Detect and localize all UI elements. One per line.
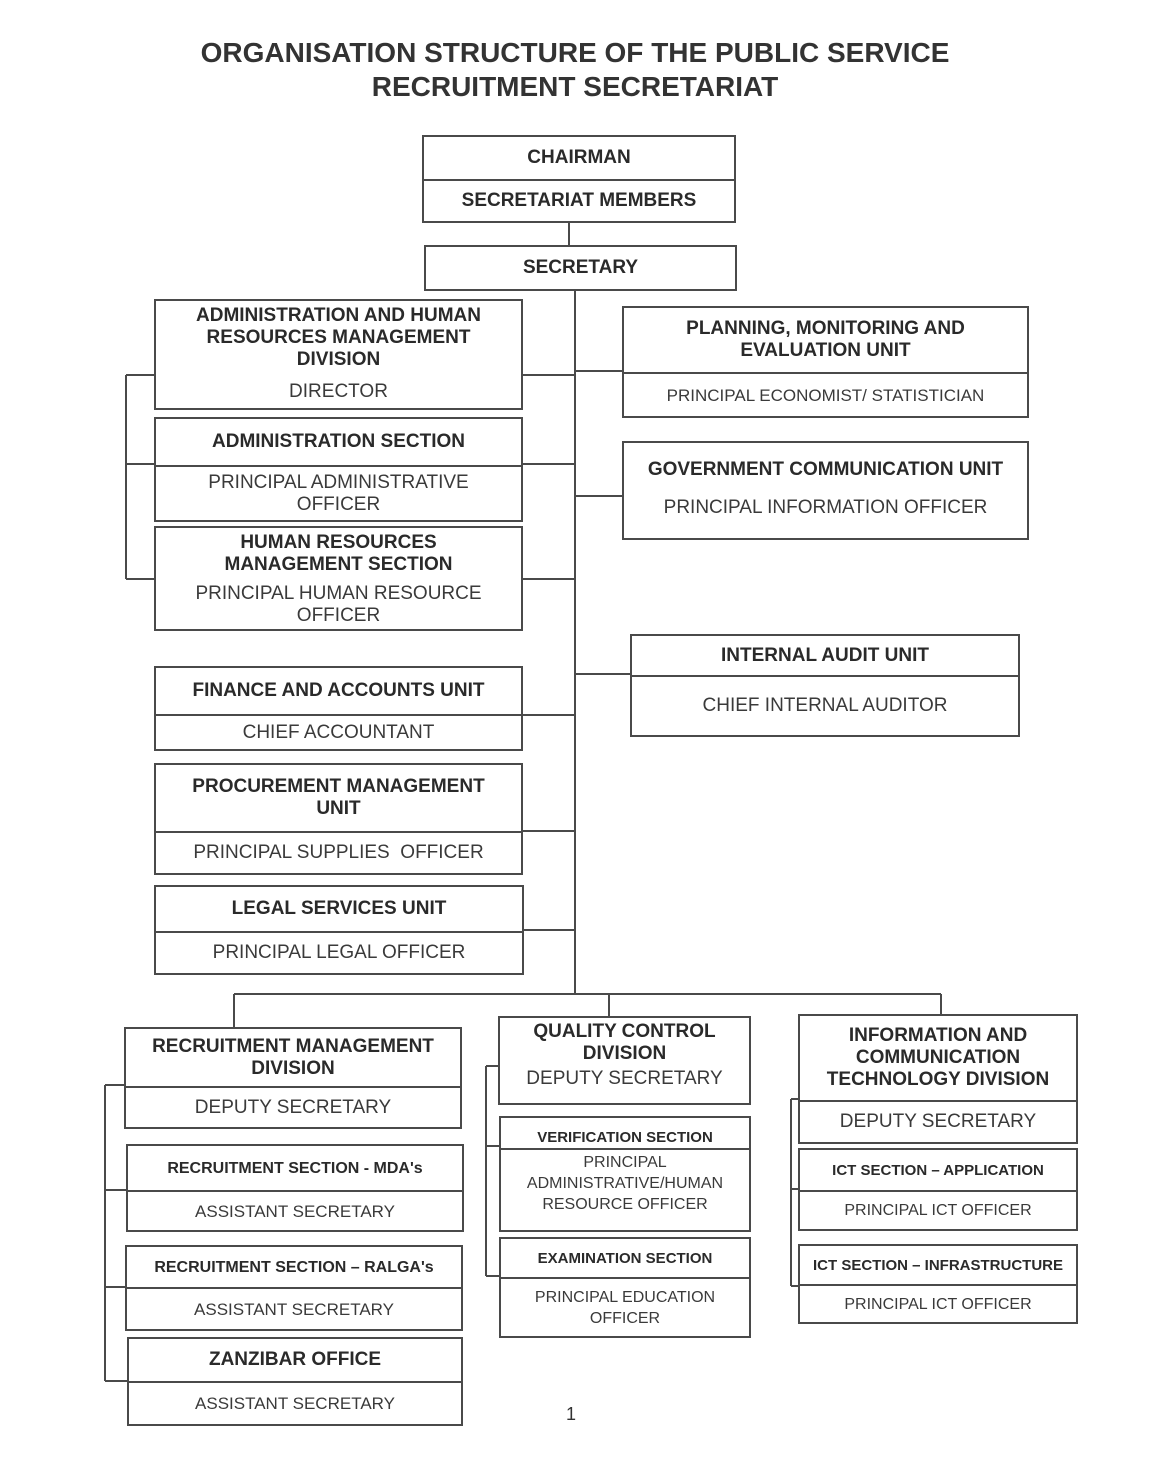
zanzibar-office-head: ZANZIBAR OFFICE <box>208 1349 382 1370</box>
planning-unit-role: PRINCIPAL ECONOMIST/ STATISTICIAN <box>624 372 1027 416</box>
quality-division-role: DEPUTY SECRETARY <box>526 1068 723 1089</box>
page-title-line-1: ORGANISATION STRUCTURE OF THE PUBLIC SER… <box>200 37 950 68</box>
ahrm-division-head: ADMINISTRATION AND HUMAN RESOURCES MANAG… <box>196 305 481 370</box>
gcu-unit-box: GOVERNMENT COMMUNICATION UNIT PRINCIPAL … <box>622 441 1029 540</box>
verification-section-role: PRINCIPAL ADMINISTRATIVE/HUMAN RESOURCE … <box>501 1148 749 1230</box>
audit-unit-head: INTERNAL AUDIT UNIT <box>721 644 929 666</box>
ahrm-division-box: ADMINISTRATION AND HUMAN RESOURCES MANAG… <box>154 299 523 410</box>
legal-unit-role: PRINCIPAL LEGAL OFFICER <box>156 931 522 973</box>
finance-unit-box: FINANCE AND ACCOUNTS UNIT CHIEF ACCOUNTA… <box>154 666 523 751</box>
admin-section-head: ADMINISTRATION SECTION <box>212 431 465 452</box>
hr-section-box: HUMAN RESOURCES MANAGEMENT SECTION PRINC… <box>154 526 523 631</box>
legal-unit-box: LEGAL SERVICES UNIT PRINCIPAL LEGAL OFFI… <box>154 885 524 975</box>
procurement-unit-box: PROCUREMENT MANAGEMENT UNIT PRINCIPAL SU… <box>154 763 523 875</box>
verification-section-box: VERIFICATION SECTION PRINCIPAL ADMINISTR… <box>499 1116 751 1232</box>
recruitment-mdas-head: RECRUITMENT SECTION - MDA's <box>167 1159 423 1177</box>
legal-unit-head: LEGAL SERVICES UNIT <box>231 898 447 919</box>
zanzibar-office-box: ZANZIBAR OFFICE ASSISTANT SECRETARY <box>127 1337 463 1426</box>
secretariat-members-label: SECRETARIAT MEMBERS <box>424 179 734 221</box>
examination-section-head: EXAMINATION SECTION <box>537 1249 713 1267</box>
chairman-label: CHAIRMAN <box>527 147 631 168</box>
quality-division-box: QUALITY CONTROL DIVISION DEPUTY SECRETAR… <box>498 1016 751 1105</box>
recruitment-ralgas-role: ASSISTANT SECRETARY <box>127 1287 461 1329</box>
ict-application-box: ICT SECTION – APPLICATION PRINCIPAL ICT … <box>798 1148 1078 1231</box>
ict-application-role: PRINCIPAL ICT OFFICER <box>800 1190 1076 1229</box>
chairman-box: CHAIRMAN SECRETARIAT MEMBERS <box>422 135 736 223</box>
zanzibar-office-role: ASSISTANT SECRETARY <box>129 1381 461 1424</box>
planning-unit-head: PLANNING, MONITORING AND EVALUATION UNIT <box>686 318 965 361</box>
hr-section-role: PRINCIPAL HUMAN RESOURCE OFFICER <box>195 582 482 626</box>
admin-section-box: ADMINISTRATION SECTION PRINCIPAL ADMINIS… <box>154 417 523 522</box>
recruitment-mdas-role: ASSISTANT SECRETARY <box>128 1190 462 1230</box>
procurement-unit-role: PRINCIPAL SUPPLIES OFFICER <box>156 831 521 873</box>
secretary-box: SECRETARY <box>424 245 737 291</box>
planning-unit-box: PLANNING, MONITORING AND EVALUATION UNIT… <box>622 306 1029 418</box>
ict-division-box: INFORMATION AND COMMUNICATION TECHNOLOGY… <box>798 1014 1078 1144</box>
recruitment-mdas-box: RECRUITMENT SECTION - MDA's ASSISTANT SE… <box>126 1144 464 1232</box>
audit-unit-role: CHIEF INTERNAL AUDITOR <box>632 675 1018 735</box>
procurement-unit-head: PROCUREMENT MANAGEMENT UNIT <box>192 776 485 819</box>
verification-section-head: VERIFICATION SECTION <box>537 1129 713 1146</box>
hr-section-head: HUMAN RESOURCES MANAGEMENT SECTION <box>224 532 453 575</box>
examination-section-box: EXAMINATION SECTION PRINCIPAL EDUCATION … <box>499 1237 751 1338</box>
ict-infrastructure-role: PRINCIPAL ICT OFFICER <box>800 1284 1076 1322</box>
recruitment-division-role: DEPUTY SECRETARY <box>126 1086 460 1127</box>
examination-section-role: PRINCIPAL EDUCATION OFFICER <box>501 1277 749 1336</box>
finance-unit-head: FINANCE AND ACCOUNTS UNIT <box>192 680 485 701</box>
audit-unit-box: INTERNAL AUDIT UNIT CHIEF INTERNAL AUDIT… <box>630 634 1020 737</box>
ahrm-division-role: DIRECTOR <box>289 380 388 402</box>
recruitment-ralgas-head: RECRUITMENT SECTION – RALGA's <box>154 1258 434 1276</box>
gcu-unit-head: GOVERNMENT COMMUNICATION UNIT <box>647 459 1004 480</box>
finance-unit-role: CHIEF ACCOUNTANT <box>156 714 521 749</box>
secretary-label: SECRETARY <box>522 257 639 278</box>
ict-infrastructure-box: ICT SECTION – INFRASTRUCTURE PRINCIPAL I… <box>798 1244 1078 1324</box>
ict-division-head: INFORMATION AND COMMUNICATION TECHNOLOGY… <box>826 1025 1050 1090</box>
page-number: 1 <box>566 1404 577 1424</box>
recruitment-division-head: RECRUITMENT MANAGEMENT DIVISION <box>152 1035 434 1079</box>
ict-division-role: DEPUTY SECRETARY <box>800 1100 1076 1142</box>
quality-division-head: QUALITY CONTROL DIVISION <box>533 1021 716 1064</box>
ict-infrastructure-head: ICT SECTION – INFRASTRUCTURE <box>812 1256 1063 1274</box>
admin-section-role: PRINCIPAL ADMINISTRATIVE OFFICER <box>156 465 521 520</box>
recruitment-division-box: RECRUITMENT MANAGEMENT DIVISION DEPUTY S… <box>124 1027 462 1129</box>
recruitment-ralgas-box: RECRUITMENT SECTION – RALGA's ASSISTANT … <box>125 1245 463 1331</box>
gcu-unit-role: PRINCIPAL INFORMATION OFFICER <box>663 497 988 518</box>
page-title-line-2: RECRUITMENT SECRETARIAT <box>371 71 779 102</box>
ict-application-head: ICT SECTION – APPLICATION <box>832 1161 1044 1179</box>
